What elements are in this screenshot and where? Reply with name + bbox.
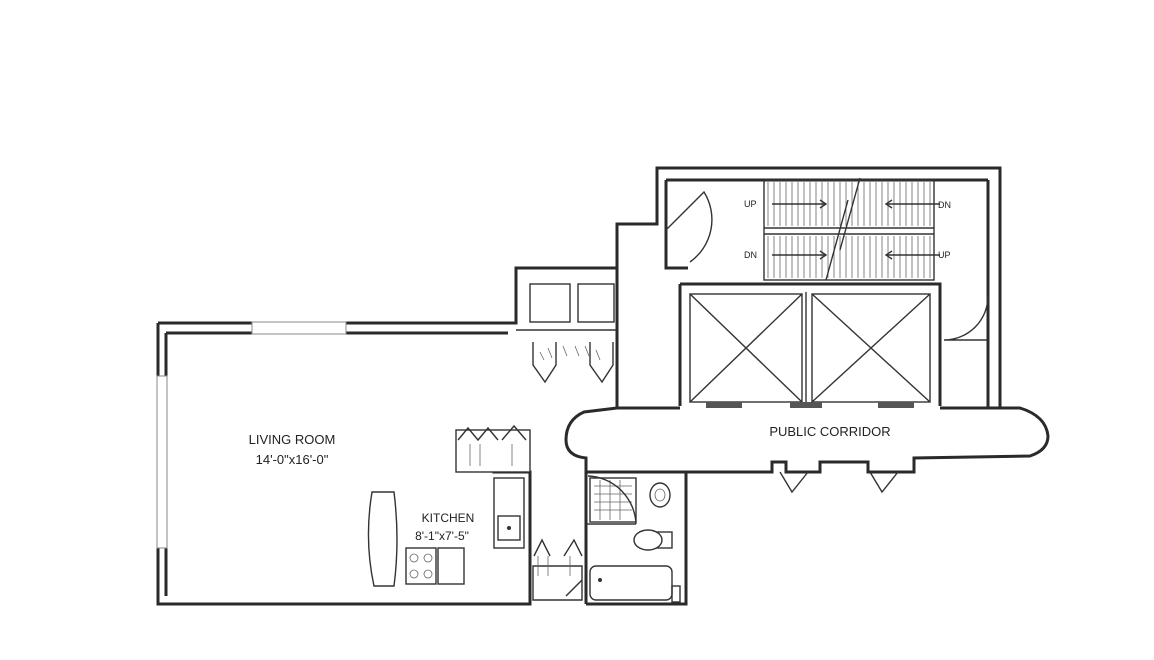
- window-left: [156, 375, 168, 549]
- kitchen-label: KITCHEN: [422, 511, 475, 525]
- entry-door: [665, 190, 713, 263]
- kitchen-area: [367, 424, 532, 604]
- stair-label-dn-left: DN: [744, 250, 757, 260]
- stairwell: [763, 177, 940, 281]
- corridor-side-door: [943, 295, 989, 341]
- closet-bifold-doors: [532, 342, 614, 384]
- bathroom: [532, 472, 688, 606]
- window-top: [251, 321, 347, 335]
- living-room-dimensions: 14'-0"x16'-0": [256, 452, 329, 467]
- elevator-shafts: [678, 282, 942, 408]
- stair-label-up-right: UP: [938, 250, 951, 260]
- public-corridor-label: PUBLIC CORRIDOR: [769, 424, 890, 439]
- stair-label-dn-right: DN: [938, 200, 951, 210]
- public-corridor: [564, 406, 1050, 494]
- stair-label-up-left: UP: [744, 199, 757, 209]
- kitchen-dimensions: 8'-1"x7'-5": [415, 529, 469, 543]
- living-room-label: LIVING ROOM: [249, 432, 336, 447]
- closet-units: [516, 283, 617, 331]
